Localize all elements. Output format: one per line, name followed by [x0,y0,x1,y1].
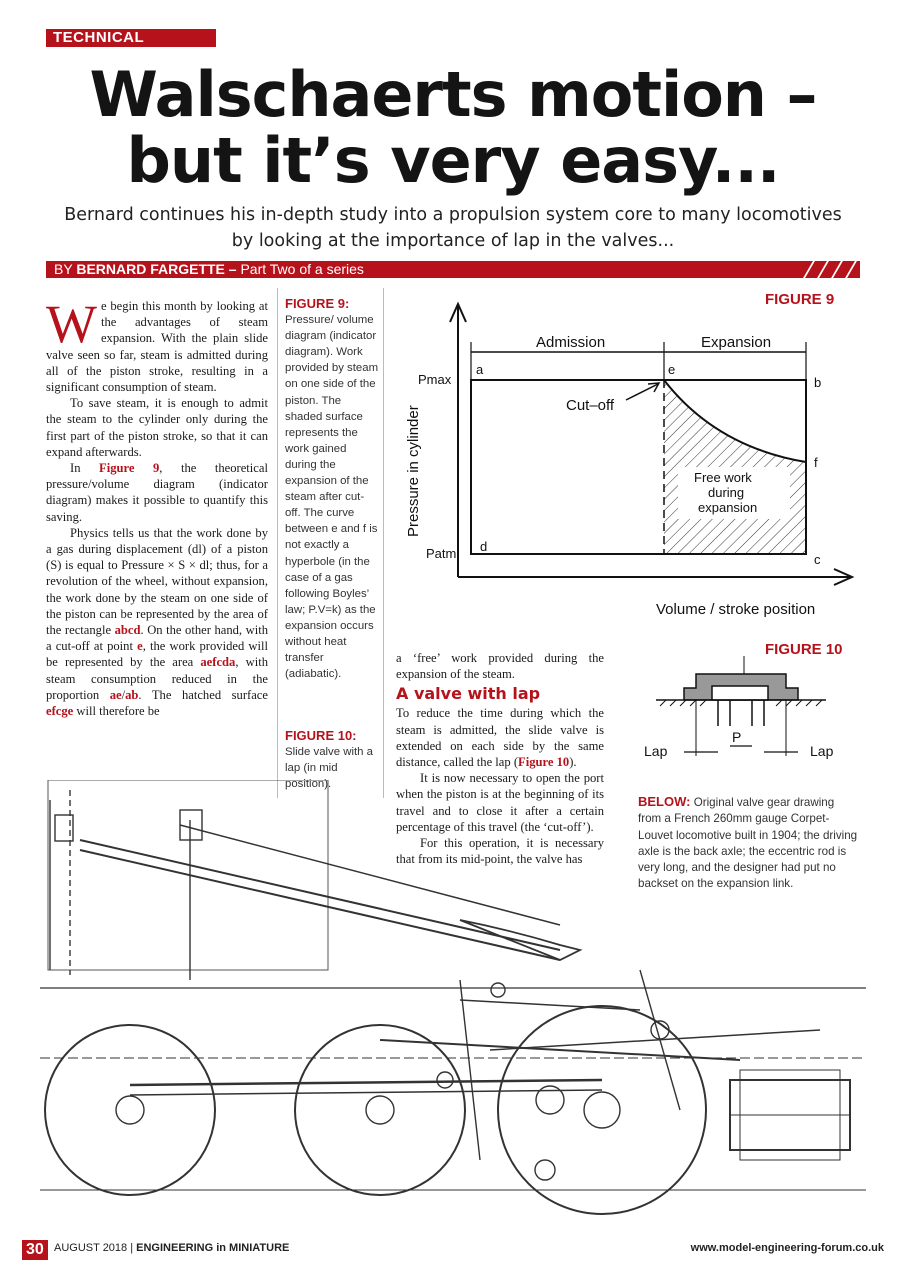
y-axis-label: Pressure in cylinder [405,405,422,537]
cutoff-label: Cut–off [566,397,615,414]
figure-9-caption-label: FIGURE 9: [285,296,350,311]
footer-left: AUGUST 2018 | ENGINEERING in MINIATURE [54,1242,289,1254]
p-label: P [732,729,741,745]
byline-slash-decoration [803,261,857,278]
byline-bar: BY BERNARD FARGETTE – Part Two of a seri… [46,261,860,278]
column-divider [383,288,384,798]
paragraph-col3-4: For this operation, it is necessary that… [396,836,604,867]
drop-cap: W [46,294,97,354]
figure-10-caption-text: Slide valve with a lap (in mid position)… [285,746,374,791]
admission-label: Admission [536,334,605,351]
below-caption: BELOW: Original valve gear drawing from … [638,794,860,893]
paragraph-1: e begin this month by looking at the adv… [46,299,268,395]
standfirst: Bernard continues his in-depth study int… [30,202,876,254]
issue-date: AUGUST 2018 [54,1242,128,1254]
byline-prefix: BY [54,261,73,277]
section-label: TECHNICAL [46,29,216,47]
x-axis-label: Volume / stroke position [656,601,815,618]
free-work-label-3: expansion [698,500,757,515]
below-caption-label: BELOW: [638,794,691,809]
free-work-label-1: Free work [694,470,752,485]
figure-10-label: FIGURE 10 [765,641,843,658]
expansion-label: Expansion [701,334,771,351]
figure-9-caption-text: Pressure/ volume diagram (indicator diag… [285,314,379,681]
point-c-label: c [814,552,821,567]
column-divider [277,288,278,798]
standfirst-line-1: Bernard continues his in-depth study int… [64,205,842,225]
figure-9-diagram: Admission Expansion Pmax Patm a e b f c … [405,301,855,618]
below-caption-text: Original valve gear drawing from a Frenc… [638,796,858,891]
figure-10-diagram: Lap P Lap [644,656,834,759]
headline-line-2: but it’s very easy... [126,124,781,197]
standfirst-line-2: by looking at the importance of lap in t… [231,231,675,251]
page-footer: 30 AUGUST 2018 | ENGINEERING in MINIATUR… [22,1240,884,1260]
paragraph-col3-2: To reduce the time during which the stea… [396,706,604,770]
magazine-name: ENGINEERING in MINIATURE [136,1242,290,1254]
lap-right-label: Lap [810,743,834,759]
point-a-label: a [476,362,484,377]
lap-left-label: Lap [644,743,668,759]
body-column-3: a ‘free’ work provided during the expans… [396,650,604,867]
paragraph-4: Physics tells us that the work done by a… [46,525,268,719]
figure-9-reference: Figure 9 [99,461,160,476]
figure-10-reference: Figure 10 [518,755,570,770]
footer-url[interactable]: www.model-engineering-forum.co.uk [690,1242,884,1254]
figure-10-caption: FIGURE 10: Slide valve with a lap (in mi… [285,728,379,792]
point-b-label: b [814,375,821,390]
page-number: 30 [22,1240,48,1260]
paragraph-2: To save steam, it is enough to admit the… [46,396,268,459]
headline-line-1: Walschaerts motion – [89,58,817,131]
valve-gear-drawing [40,780,866,1215]
patm-label: Patm [426,546,456,561]
paragraph-col3-1: a ‘free’ work provided during the expans… [396,651,604,682]
footer-separator: | [130,1242,134,1254]
pmax-label: Pmax [418,372,452,387]
paragraph-3: In Figure 9, the theoretical pressure/vo… [46,461,268,524]
figure-10-caption-label: FIGURE 10: [285,728,357,743]
figure-9-label: FIGURE 9 [765,291,835,308]
point-f-label: f [814,455,818,470]
byline-author: BERNARD FARGETTE [76,261,225,277]
byline-series: Part Two of a series [240,261,364,277]
point-e-label: e [668,362,675,377]
free-work-label-2: during [708,485,744,500]
figure-9-caption: FIGURE 9: Pressure/ volume diagram (indi… [285,296,379,682]
subheading-valve-with-lap: A valve with lap [396,684,541,704]
byline-dash: – [228,261,237,277]
point-d-label: d [480,539,487,554]
paragraph-col3-3: It is now necessary to open the port whe… [396,771,604,834]
